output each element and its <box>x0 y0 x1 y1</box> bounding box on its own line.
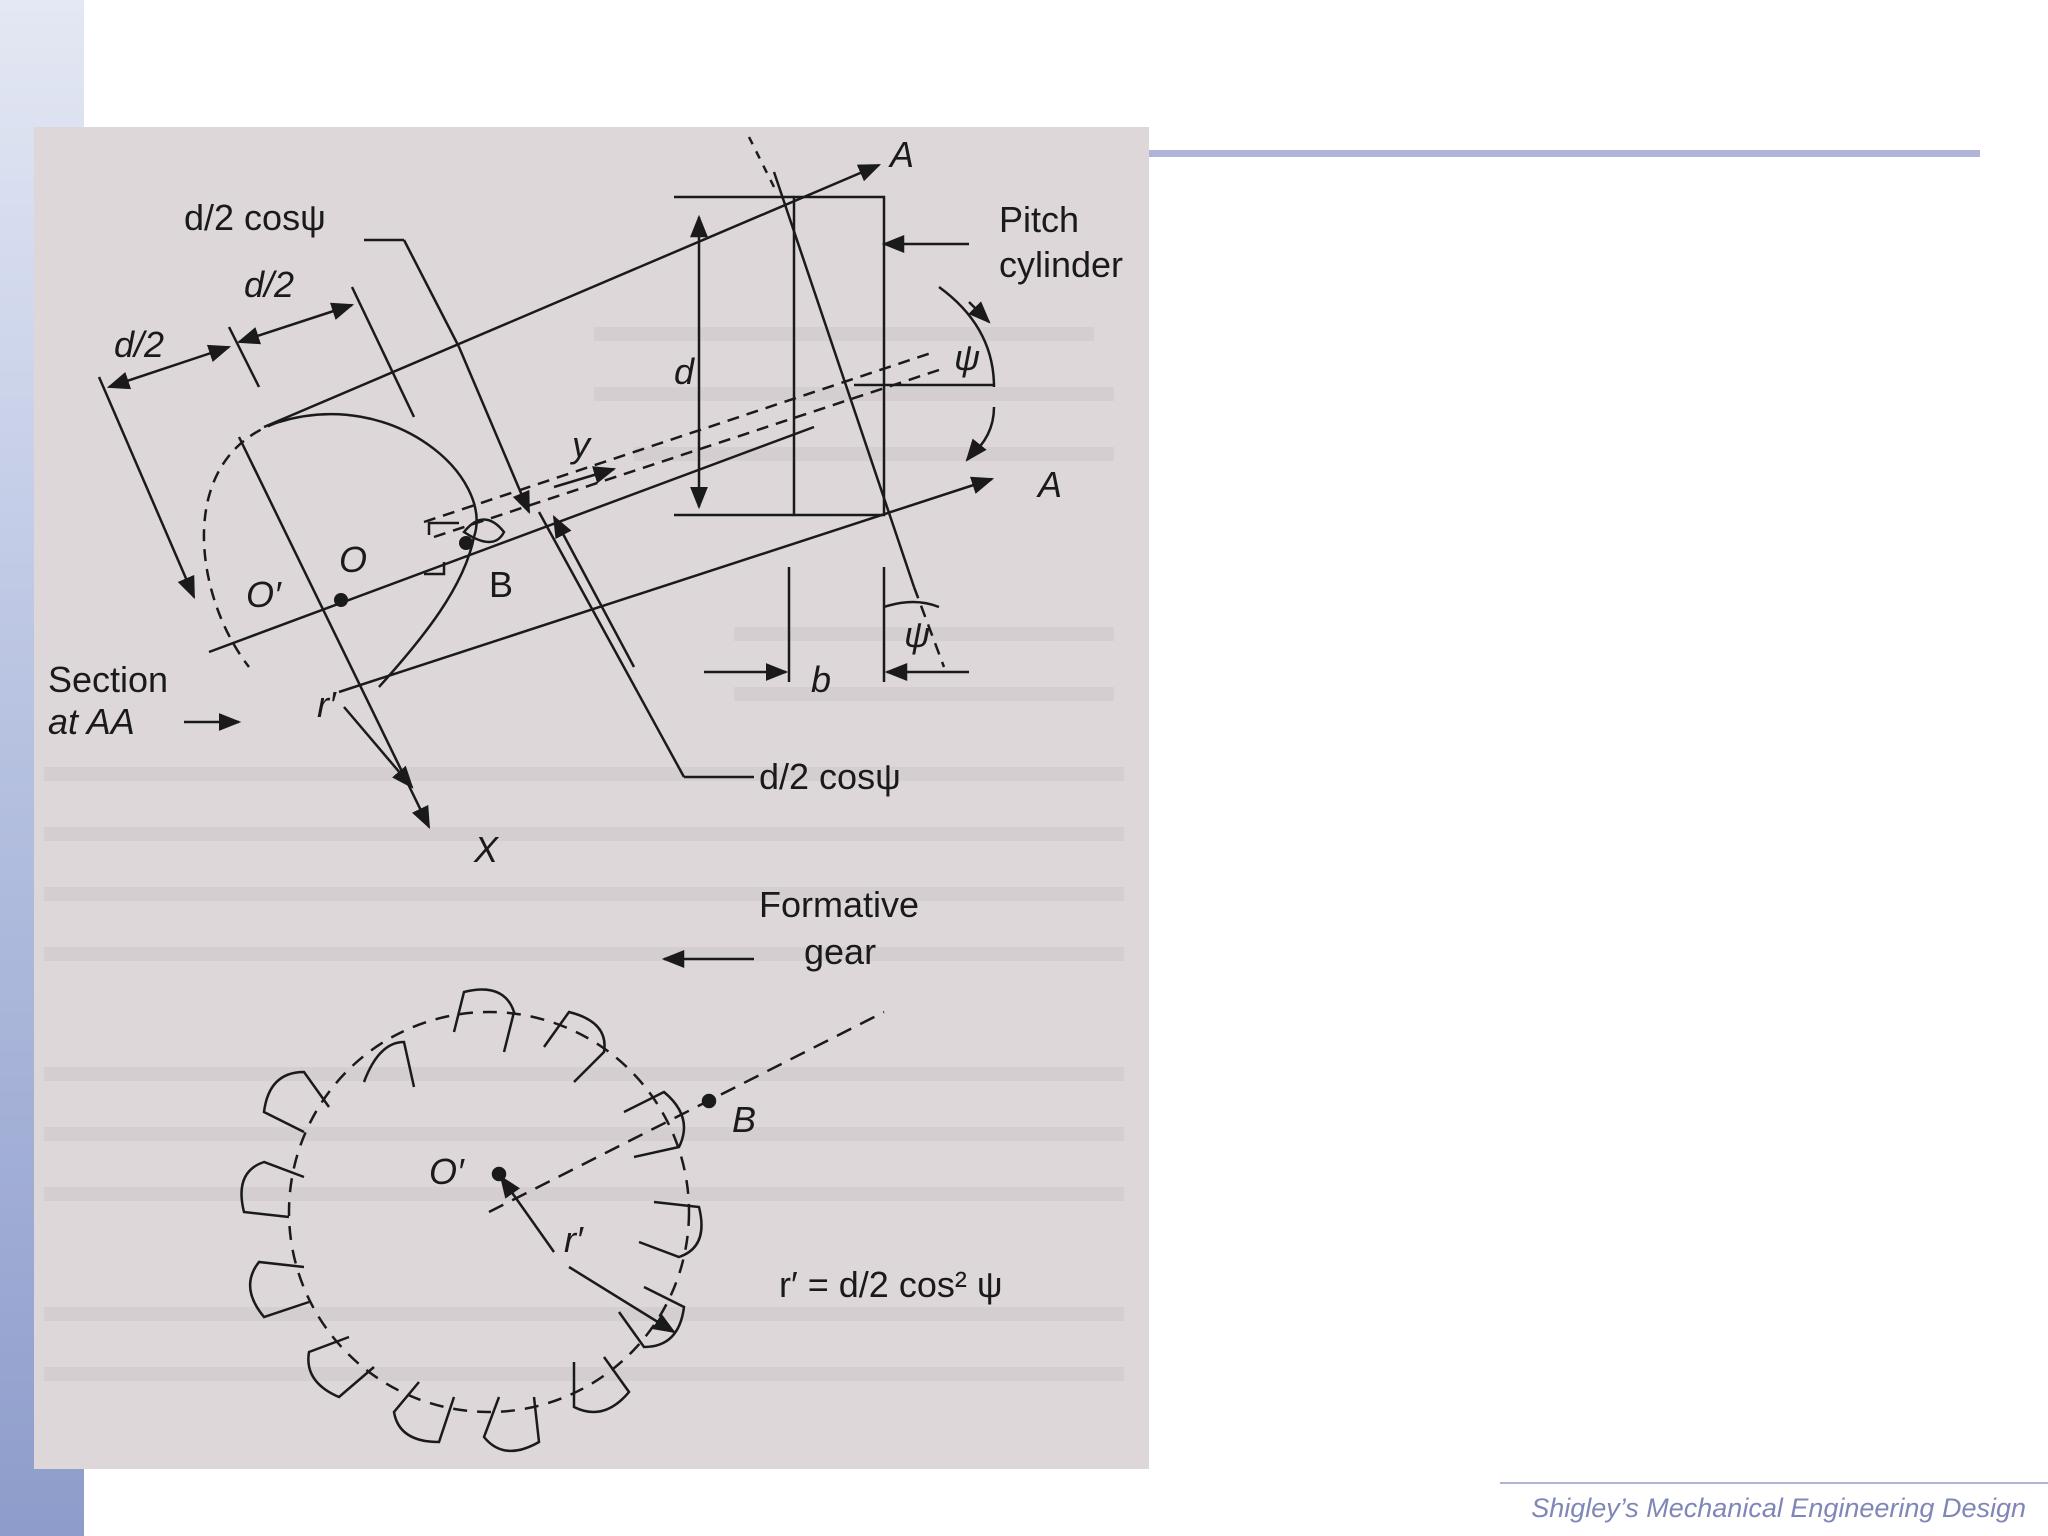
footer-citation: Shigley’s Mechanical Engineering Design <box>1531 1493 2026 1523</box>
center-point-o <box>334 593 348 607</box>
label-y: y <box>569 424 592 465</box>
label-d2-cos-psi-bottom: d/2 cosψ <box>759 756 901 797</box>
label-b: B <box>489 564 513 605</box>
label-gear: gear <box>804 931 876 972</box>
label-at-aa: at AA <box>48 701 135 742</box>
title-rule <box>1148 150 1980 157</box>
label-d2-cos-psi-top: d/2 cosψ <box>184 197 326 238</box>
label-x: X <box>473 829 500 870</box>
label-pitch: Pitch <box>999 199 1079 240</box>
helical-gear-diagram: d/2 cosψ d/2 d/2 A A Pitch cylinder d ψ … <box>44 134 1124 1453</box>
label-a-top: A <box>888 134 914 175</box>
label-b-width: b <box>811 659 831 700</box>
label-d2-inner: d/2 <box>244 264 294 305</box>
label-cylinder: cylinder <box>999 244 1123 285</box>
label-a-mid: A <box>1036 464 1062 505</box>
diagram-lines <box>97 136 996 1453</box>
label-section: Section <box>48 659 168 700</box>
label-psi-bottom: ψ <box>904 614 930 655</box>
label-o-prime: O′ <box>246 574 282 615</box>
footer-rule <box>1500 1482 2048 1484</box>
label-psi-top: ψ <box>954 337 980 378</box>
label-gear-b: B <box>732 1099 756 1140</box>
label-r-prime: r′ <box>317 684 337 725</box>
label-gear-o-prime: O′ <box>429 1151 465 1192</box>
label-formative: Formative <box>759 884 919 925</box>
show-through-texture <box>44 327 1124 1381</box>
label-d: d <box>674 351 695 392</box>
label-d2-outer: d/2 <box>114 324 164 365</box>
figure-photo: d/2 cosψ d/2 d/2 A A Pitch cylinder d ψ … <box>34 127 1149 1469</box>
label-formula: r′ = d/2 cos² ψ <box>779 1264 1003 1305</box>
label-o: O <box>339 539 367 580</box>
label-gear-r-prime: r′ <box>564 1219 584 1260</box>
point-b <box>459 536 473 550</box>
